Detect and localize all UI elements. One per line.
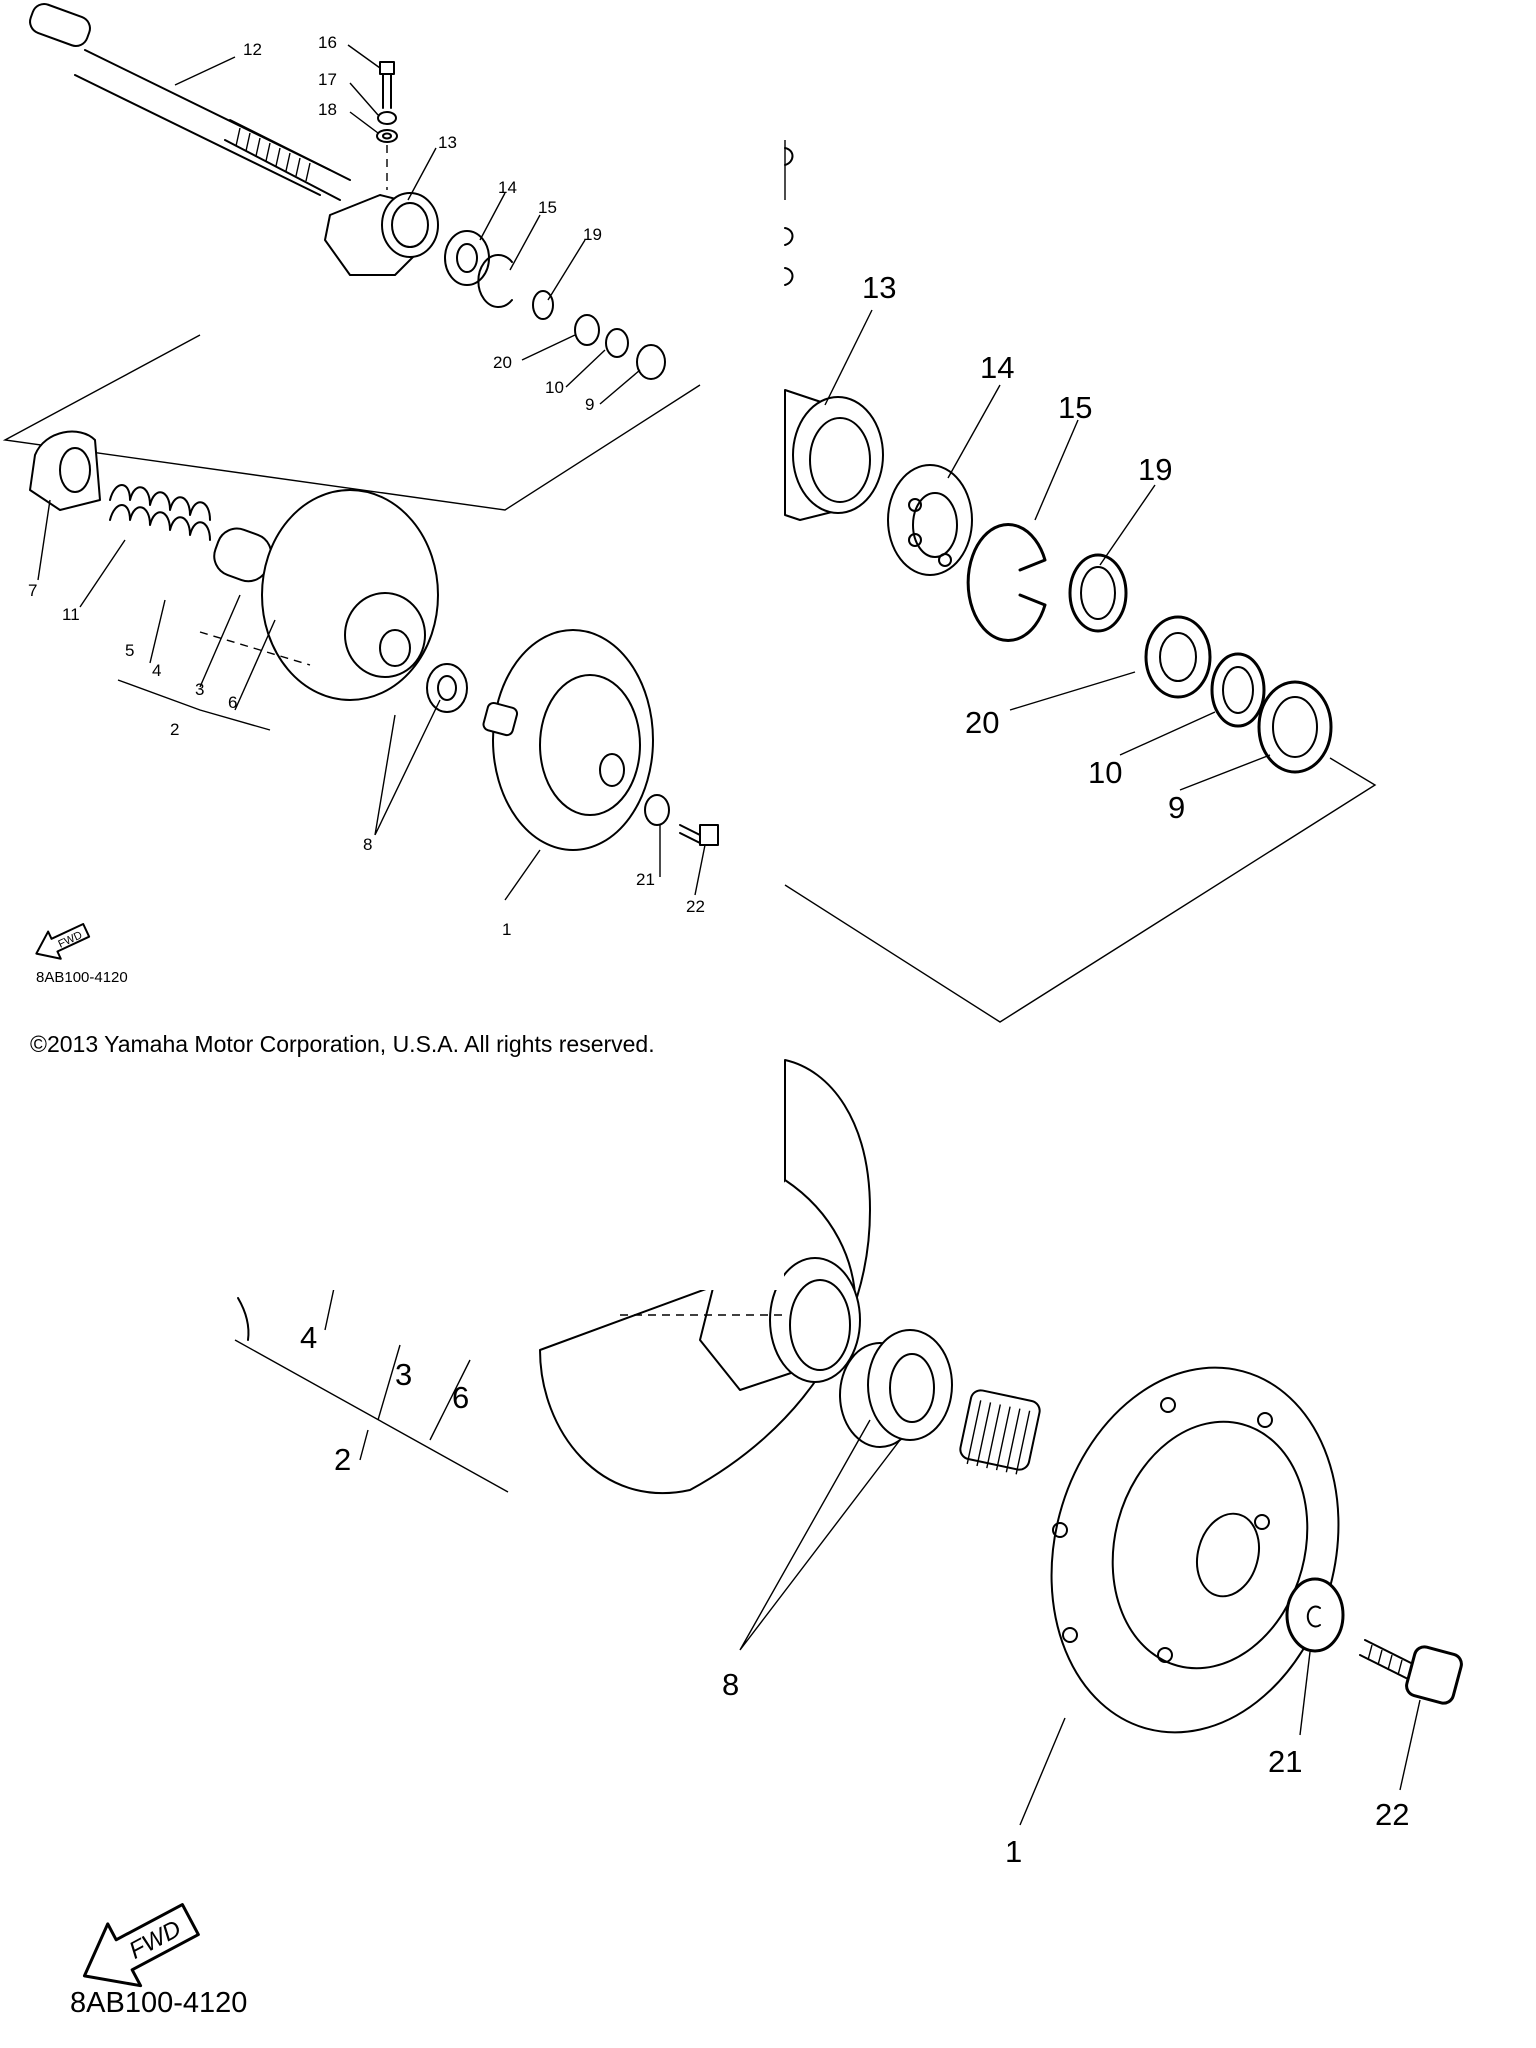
- callout-small-5: 5: [125, 641, 134, 660]
- callout-large-22: 22: [1375, 1797, 1409, 1832]
- callout-large-13: 13: [862, 270, 896, 305]
- detail-zoom-upper: 13 14 15 19 20 10 9: [784, 140, 1377, 1023]
- leader-lines-large-upper: [824, 309, 1271, 791]
- callout-small-21: 21: [636, 870, 655, 889]
- callout-small-7: 7: [28, 581, 37, 600]
- part-20-drawing-small: [574, 314, 600, 346]
- part-16-18-drawing: [376, 61, 398, 190]
- callout-small-22: 22: [686, 897, 705, 916]
- fwd-arrow-icon: FWD: [35, 923, 91, 960]
- callout-small-6: 6: [228, 693, 237, 712]
- callout-large-1: 1: [1005, 1834, 1022, 1869]
- callout-large-8: 8: [722, 1667, 739, 1702]
- leader-lines-large-lower: [324, 1259, 1421, 1826]
- phantom-frame-large: [784, 757, 1377, 1023]
- callout-small-13: 13: [438, 133, 457, 152]
- callout-large-20: 20: [965, 705, 999, 740]
- cropped-part-edges: [784, 147, 794, 286]
- part-14-drawing-large: [887, 464, 973, 576]
- part-14-drawing-small: [444, 230, 490, 286]
- part-6-drawing-large: [539, 1059, 871, 1495]
- callout-small-17: 17: [318, 70, 337, 89]
- bracket-2-lines-large: [234, 1339, 509, 1493]
- part-1-drawing-large: [959, 1366, 1340, 1734]
- callout-small-3: 3: [195, 680, 204, 699]
- callout-small-19: 19: [583, 225, 602, 244]
- callout-small-10: 10: [545, 378, 564, 397]
- part-6-drawing-small: [261, 489, 439, 701]
- diagram-code-large: 8AB100-4120: [70, 1987, 247, 2019]
- callouts-small: 12 16 17 18 13 14 15 19 20 10 9 7 11 5 4…: [28, 33, 705, 939]
- part-13-drawing-small: [324, 192, 439, 276]
- callout-small-12: 12: [243, 40, 262, 59]
- part-21-drawing-large: [1285, 1577, 1345, 1653]
- callout-large-10: 10: [1088, 755, 1122, 790]
- part-8-drawing-large: [839, 1329, 953, 1448]
- callouts-large-upper: 13 14 15 19 20 10 9: [862, 270, 1185, 825]
- part-10-drawing-large: [1210, 652, 1266, 728]
- part-1-drawing-small: [482, 629, 654, 851]
- part-12-drawing: [29, 3, 351, 201]
- panel-gap: [0, 1060, 784, 1290]
- part-22-drawing-large: [1359, 1639, 1463, 1705]
- part-19-drawing-small: [532, 290, 554, 320]
- part-13-drawing-large: [784, 389, 884, 521]
- callout-small-15: 15: [538, 198, 557, 217]
- callout-large-14: 14: [980, 350, 1014, 385]
- part-11-drawing: [109, 484, 211, 541]
- callout-large-6: 6: [452, 1380, 469, 1415]
- part-21-drawing-small: [644, 794, 670, 826]
- part-15-drawing-large: [966, 523, 1047, 642]
- part-8-bore-small: [437, 675, 457, 701]
- part-8-drawing-small: [426, 663, 468, 713]
- callout-small-16: 16: [318, 33, 337, 52]
- callout-large-19: 19: [1138, 452, 1172, 487]
- callout-small-14: 14: [498, 178, 517, 197]
- callout-large-15: 15: [1058, 390, 1092, 425]
- overview-diagram: 12 16 17 18 13 14 15 19 20 10 9 7 11 5 4…: [2, 3, 719, 1057]
- fwd-label-small: FWD: [56, 929, 84, 950]
- callout-large-3: 3: [395, 1357, 412, 1392]
- part-22-drawing-small: [679, 824, 701, 844]
- bracket-2-lines-small: [117, 679, 271, 731]
- callout-large-9: 9: [1168, 790, 1185, 825]
- overview-phantom-frame: [2, 334, 701, 511]
- callout-large-21: 21: [1268, 1744, 1302, 1779]
- callout-small-18: 18: [318, 100, 337, 119]
- callout-small-8: 8: [363, 835, 372, 854]
- detail-zoom-lower: 4 3 6 2 8 1 21 22 FWD 8AB100-4120: [70, 1059, 1463, 2019]
- part-14-bore-small: [456, 243, 478, 273]
- part-19-drawing-large: [1068, 553, 1128, 633]
- callout-small-2: 2: [170, 720, 179, 739]
- cropped-part-edge-lower: [237, 1297, 250, 1341]
- callout-small-11: 11: [62, 605, 80, 624]
- part-20-drawing-large: [1144, 615, 1212, 699]
- diagram-code-small: 8AB100-4120: [36, 969, 128, 986]
- callout-large-4: 4: [300, 1320, 317, 1355]
- callout-large-2: 2: [334, 1442, 351, 1477]
- callout-small-4: 4: [152, 661, 161, 680]
- part-9-drawing-large: [1257, 680, 1333, 774]
- callout-small-20: 20: [493, 353, 512, 372]
- part-22-head-small: [699, 824, 719, 846]
- callout-small-1: 1: [502, 920, 511, 939]
- part-10-drawing-small: [605, 328, 629, 358]
- part-9-drawing-small: [636, 344, 666, 380]
- callouts-large-lower: 4 3 6 2 8 1 21 22: [300, 1320, 1409, 1869]
- copyright-notice: ©2013 Yamaha Motor Corporation, U.S.A. A…: [30, 1031, 655, 1057]
- part-15-drawing-small: [477, 254, 513, 308]
- dashed-guide-small: [199, 631, 311, 666]
- callout-small-9: 9: [585, 395, 594, 414]
- part-7-drawing: [29, 430, 101, 511]
- leader-lines-small: [37, 44, 706, 901]
